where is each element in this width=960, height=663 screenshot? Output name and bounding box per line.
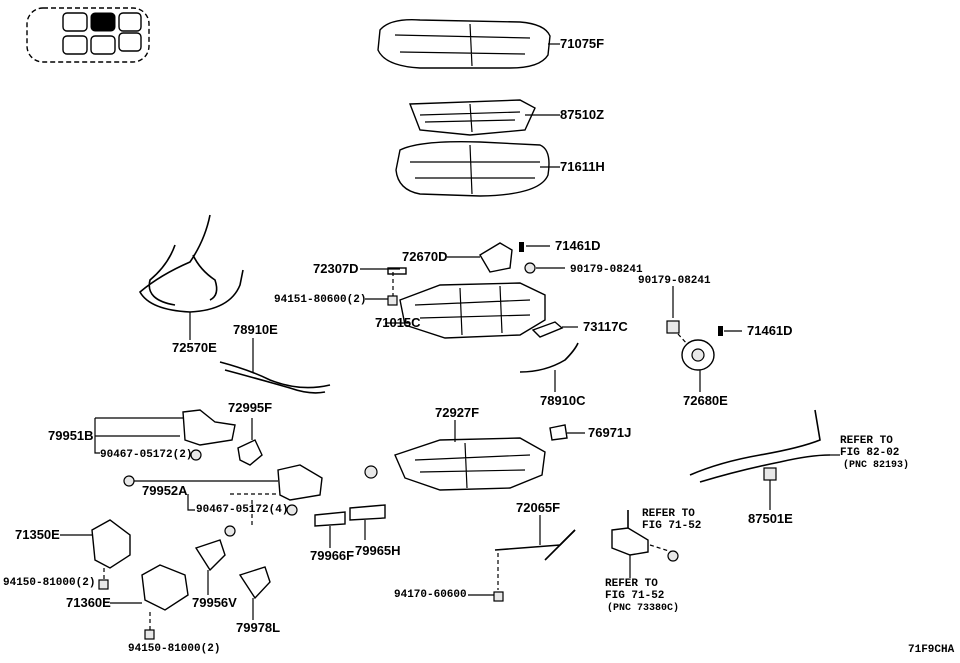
part-label-90467-05172-4: 90467-05172(4) — [196, 504, 288, 516]
part-label-87501E: 87501E — [748, 511, 793, 526]
part-label-90467-05172-2: 90467-05172(2) — [100, 449, 192, 461]
lock-latch-icon — [479, 242, 513, 273]
plate-icon — [314, 504, 386, 527]
part-label-72065F: 72065F — [516, 500, 560, 515]
hinge-upper-icon — [91, 519, 131, 569]
part-label-72680E: 72680E — [683, 393, 728, 408]
part-label-71075F: 71075F — [560, 36, 604, 51]
cushion-pad-icon — [395, 140, 550, 197]
refer-label-fig-71-52-a-line1: REFER TO — [642, 508, 695, 520]
part-label-79978L: 79978L — [236, 620, 280, 635]
part-label-71461D-top: 71461D — [555, 238, 601, 253]
part-label-71015C: 71015C — [375, 315, 421, 330]
cover-right-icon — [238, 566, 271, 600]
lower-bracket-icon — [277, 464, 323, 516]
refer-label-fig-71-52-b-line1: REFER TO — [605, 578, 658, 590]
refer-label-fig-71-52-b-line2: FIG 71-52 — [605, 590, 664, 602]
part-label-79951B: 79951B — [48, 428, 94, 443]
clip-small-icon — [549, 424, 568, 441]
part-label-71360E: 71360E — [66, 595, 111, 610]
part-label-73117C: 73117C — [583, 319, 628, 334]
part-label-79965H: 79965H — [355, 543, 401, 558]
seat-frame-icon — [387, 267, 546, 339]
hinge-lower-icon — [141, 564, 189, 611]
seat-locator-icon — [26, 7, 150, 63]
part-label-72670D: 72670D — [402, 249, 448, 264]
part-label-71611H: 71611H — [560, 159, 605, 174]
motor-icon — [611, 510, 649, 556]
part-label-72570E: 72570E — [172, 340, 217, 355]
refer-label-fig-82-02-line2: FIG 82-02 — [840, 447, 899, 459]
side-bracket-icon — [182, 409, 236, 461]
refer-label-fig-71-52-a-line2: FIG 71-52 — [642, 520, 701, 532]
clip-icon — [237, 439, 263, 466]
part-label-79956V: 79956V — [192, 595, 237, 610]
part-label-71350E: 71350E — [15, 527, 60, 542]
cover-left-icon — [194, 539, 226, 572]
seat-cover-icon — [377, 19, 551, 69]
part-label-72307D: 72307D — [313, 261, 359, 276]
bracket-icon — [531, 321, 564, 338]
figure-code: 71F9CHA — [908, 644, 955, 656]
refer-label-fig-82-02-line1: REFER TO — [840, 435, 893, 447]
release-cable-icon — [219, 361, 331, 394]
part-label-94150-81000-left: 94150-81000(2) — [3, 577, 95, 589]
refer-label-fig-82-02-pnc: (PNC 82193) — [843, 459, 909, 471]
part-label-78910E: 78910E — [233, 322, 278, 337]
recliner-gear-icon — [681, 339, 715, 371]
part-label-94151-80600: 94151-80600(2) — [274, 294, 366, 306]
part-label-71461D-right: 71461D — [747, 323, 793, 338]
part-label-87510Z: 87510Z — [560, 107, 604, 122]
part-label-90179-08241-top: 90179-08241 — [570, 264, 643, 276]
seat-pan-icon — [364, 437, 546, 491]
part-label-79966F: 79966F — [310, 548, 354, 563]
part-label-94170-60600: 94170-60600 — [394, 589, 467, 601]
part-label-78910C: 78910C — [540, 393, 586, 408]
cable-harness-icon — [138, 214, 244, 313]
part-label-76971J: 76971J — [588, 425, 631, 440]
rod-icon — [494, 529, 576, 561]
part-label-94150-81000-bottom: 94150-81000(2) — [128, 643, 220, 655]
wiring-harness-icon — [689, 409, 831, 483]
seat-heater-icon — [408, 99, 536, 136]
part-label-72995F: 72995F — [228, 400, 272, 415]
part-label-79952A: 79952A — [142, 483, 188, 498]
refer-label-fig-71-52-b-pnc: (PNC 73380C) — [607, 602, 679, 614]
part-label-72927F: 72927F — [435, 405, 479, 420]
part-label-90179-08241-right: 90179-08241 — [638, 275, 711, 287]
